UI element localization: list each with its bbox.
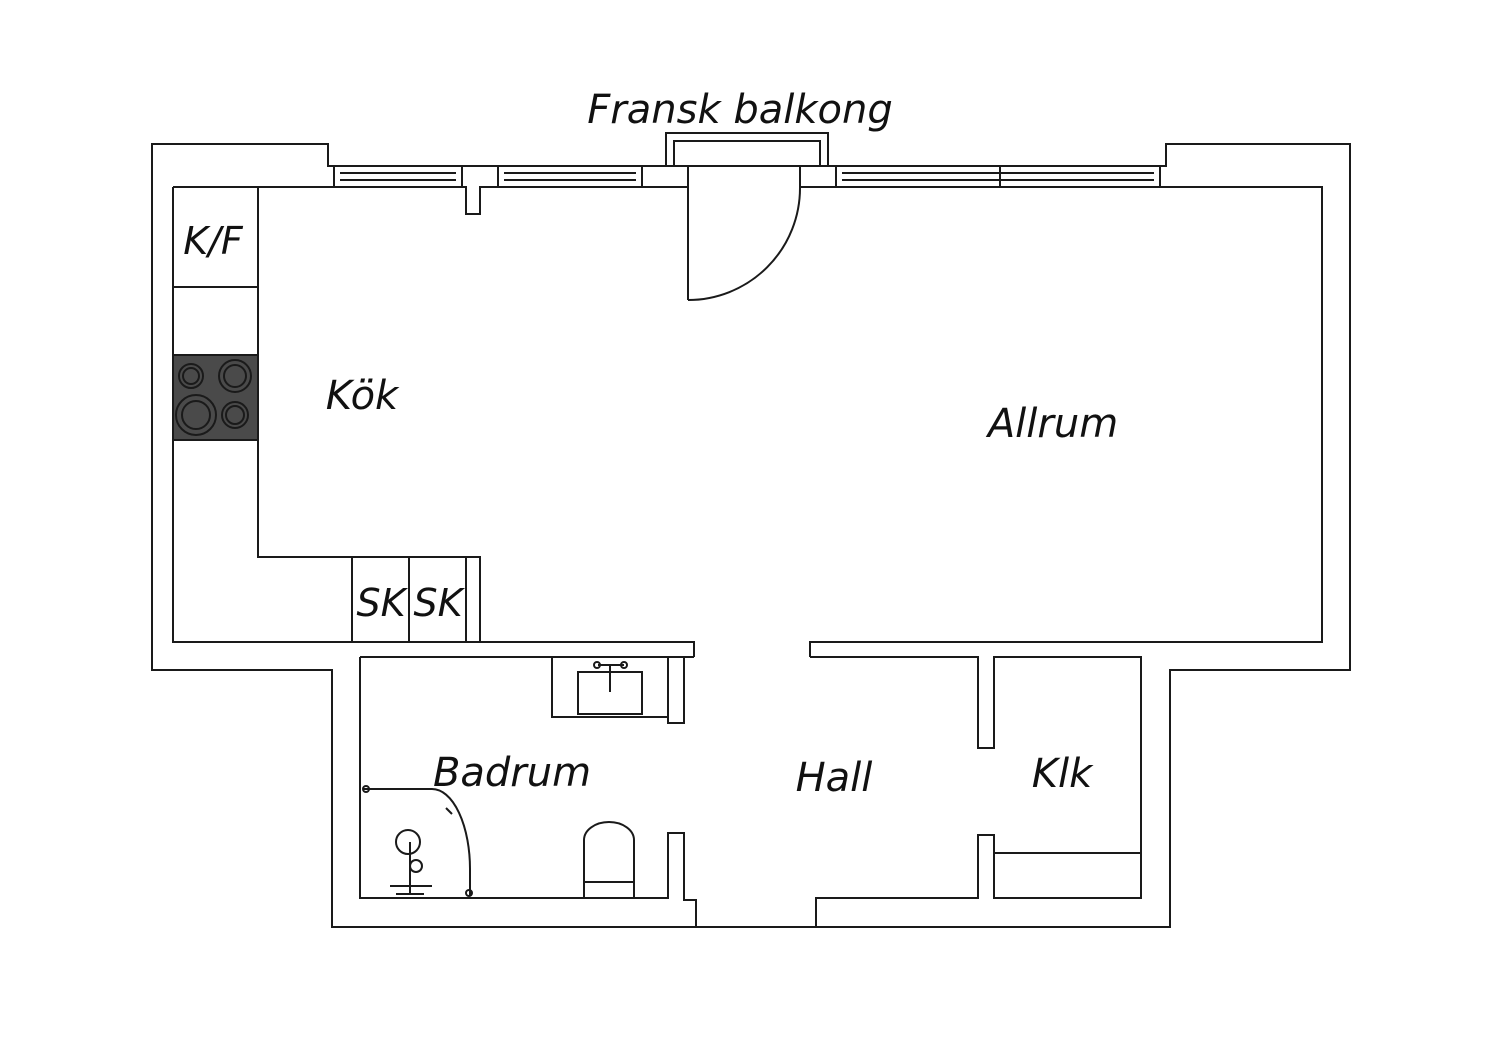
hall-wall — [810, 656, 1142, 927]
hob — [172, 354, 259, 441]
french-balcony — [665, 132, 829, 166]
main-room-inner-wall — [172, 186, 1323, 657]
shower — [362, 785, 473, 897]
sk-label-2: SK — [413, 581, 465, 625]
sk-label-1: SK — [356, 581, 408, 625]
sk-cabinets — [351, 557, 467, 642]
balcony-door — [687, 166, 801, 301]
window-left — [333, 165, 643, 188]
window-right — [835, 165, 1161, 188]
hall-label: Hall — [796, 755, 873, 801]
title-label: Fransk balkong — [587, 87, 892, 133]
toilet — [583, 821, 635, 898]
badrum-label: Badrum — [433, 750, 591, 796]
kok-label: Kök — [326, 373, 400, 419]
kf-label: K/F — [183, 219, 244, 263]
klk-label: Klk — [1032, 751, 1094, 797]
sink — [551, 656, 669, 718]
outer-wall — [151, 143, 1351, 928]
allrum-label: Allrum — [985, 401, 1118, 447]
